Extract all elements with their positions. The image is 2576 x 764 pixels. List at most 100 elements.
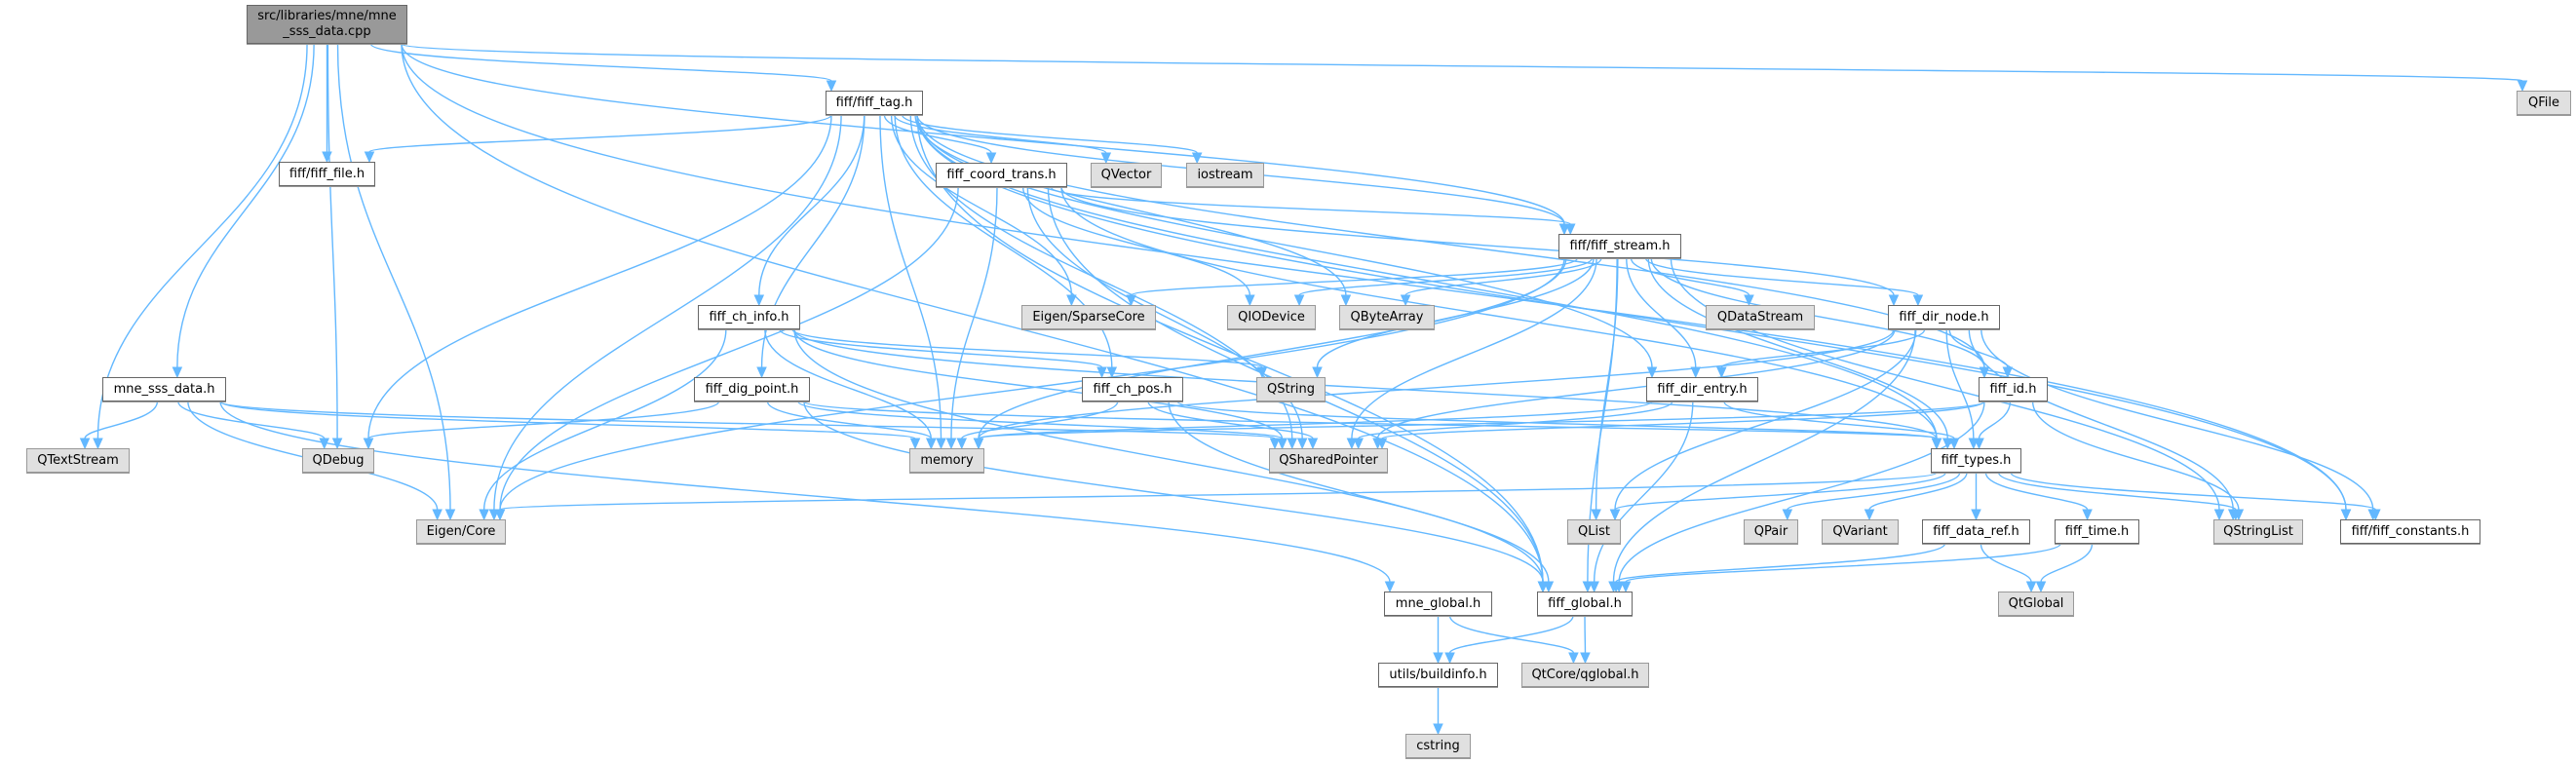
arrowhead-icon <box>79 438 91 450</box>
edge-fiff-id-to-qsharedpointer <box>1381 401 1985 439</box>
node-label: fiff_time.h <box>2064 524 2130 539</box>
arrowhead-icon <box>753 294 765 307</box>
graph-node-iostream[interactable]: iostream <box>1186 163 1264 187</box>
edge-root-to-qdebug <box>327 43 338 439</box>
node-label: iostream <box>1197 168 1253 182</box>
graph-node-eigen-core[interactable]: Eigen/Core <box>416 519 506 544</box>
node-label: QSharedPointer <box>1279 453 1378 468</box>
arrowhead-icon <box>364 151 375 164</box>
arrowhead-icon <box>432 509 442 521</box>
edge-fiff-ch-info-to-qsharedpointer <box>793 328 1284 439</box>
graph-node-fiff-coord-trans[interactable]: fiff_coord_trans.h <box>936 163 1067 187</box>
arrowhead-icon <box>1296 438 1308 450</box>
node-label: fiff_global.h <box>1548 596 1622 611</box>
graph-node-fiff-time[interactable]: fiff_time.h <box>2055 519 2139 544</box>
edge-fiff-tag-to-qvector <box>893 114 1107 154</box>
edge-root-to-qtextstream <box>96 43 308 439</box>
arrowhead-icon <box>1307 438 1319 450</box>
edge-root-to-fiff-stream <box>401 43 1565 225</box>
edge-mne-sss-data-h-to-mne-global <box>219 401 1391 583</box>
edge-fiff-dir-node-to-fiff-id <box>1948 328 2009 368</box>
edge-fiff-stream-to-qiodevice <box>1298 257 1594 296</box>
graph-node-fiff-tag[interactable]: fiff/fiff_tag.h <box>826 91 923 115</box>
edge-fiff-stream-to-fiff-dir-entry <box>1626 257 1697 368</box>
node-label: QVariant <box>1832 524 1888 539</box>
graph-node-qcore-qglobal[interactable]: QtCore/qglobal.h <box>1521 663 1649 687</box>
graph-node-fiff-file[interactable]: fiff/fiff_file.h <box>279 162 375 186</box>
graph-node-qiodevice[interactable]: QIODevice <box>1227 305 1316 329</box>
graph-node-mne-sss-data-h[interactable]: mne_sss_data.h <box>102 377 226 401</box>
graph-node-qvariant[interactable]: QVariant <box>1822 519 1899 544</box>
graph-node-qvector[interactable]: QVector <box>1091 163 1162 187</box>
graph-node-buildinfo[interactable]: utils/buildinfo.h <box>1378 663 1498 687</box>
node-label: fiff_coord_trans.h <box>946 168 1057 182</box>
edge-fiff-id-to-fiff-global <box>1618 401 1985 583</box>
edge-fiff-dir-node-to-fiff-constants <box>1980 328 2374 511</box>
arrowhead-icon <box>1400 294 1411 307</box>
graph-node-qsharedpointer[interactable]: QSharedPointer <box>1269 448 1388 473</box>
node-label: QTextStream <box>37 453 119 468</box>
node-label: fiff/fiff_stream.h <box>1569 239 1671 253</box>
graph-node-qlist[interactable]: QList <box>1567 519 1621 544</box>
edge-fiff-stream-to-memory <box>978 257 1567 439</box>
edge-mne-sss-data-h-to-qdebug <box>177 401 326 439</box>
arrowhead-icon <box>2213 509 2225 521</box>
graph-node-qbytearray[interactable]: QByteArray <box>1339 305 1435 329</box>
graph-node-qtextstream[interactable]: QTextStream <box>26 448 130 473</box>
edge-fiff-coord-trans-to-fiff-types <box>1060 186 1938 439</box>
edge-fiff-ch-pos-to-memory <box>961 401 1119 439</box>
edge-fiff-id-to-qstringlist <box>2031 401 2240 511</box>
node-label: Eigen/SparseCore <box>1032 310 1145 325</box>
graph-node-fiff-dir-entry[interactable]: fiff_dir_entry.h <box>1646 377 1758 401</box>
node-label: cstring <box>1416 739 1460 753</box>
graph-node-qstring[interactable]: QString <box>1256 377 1326 401</box>
graph-node-fiff-id[interactable]: fiff_id.h <box>1979 377 2048 401</box>
graph-node-qdebug[interactable]: QDebug <box>302 448 374 473</box>
graph-node-fiff-ch-info[interactable]: fiff_ch_info.h <box>698 305 800 329</box>
edge-fiff-ch-info-to-fiff-types <box>793 328 1938 439</box>
edge-fiff-dir-node-to-fiff-dir-entry <box>1720 328 1926 368</box>
edge-mne-sss-data-h-to-qtextstream <box>84 401 159 439</box>
graph-node-memory[interactable]: memory <box>909 448 984 473</box>
graph-node-fiff-constants[interactable]: fiff/fiff_constants.h <box>2340 519 2480 544</box>
arrowhead-icon <box>1376 438 1388 450</box>
graph-node-fiff-types[interactable]: fiff_types.h <box>1931 448 2021 473</box>
graph-node-fiff-global[interactable]: fiff_global.h <box>1537 592 1633 616</box>
arrowhead-icon <box>93 438 103 450</box>
graph-node-qpair[interactable]: QPair <box>1744 519 1798 544</box>
graph-node-qtglobal[interactable]: QtGlobal <box>1998 592 2074 616</box>
edge-root-to-mne-sss-data-h <box>176 43 315 368</box>
node-label: fiff_types.h <box>1941 453 2012 468</box>
edge-fiff-dir-entry-to-memory <box>978 401 1653 439</box>
edge-fiff-dig-point-to-memory <box>766 401 933 439</box>
edge-fiff-dir-node-to-fiff-types <box>1945 328 1975 439</box>
edge-root-to-fiff-constants <box>401 43 2347 511</box>
graph-node-qstringlist[interactable]: QStringList <box>2213 519 2303 544</box>
edge-fiff-tag-to-qdebug <box>367 114 832 439</box>
arrowhead-icon <box>1610 581 1622 593</box>
graph-node-fiff-dir-node[interactable]: fiff_dir_node.h <box>1888 305 2000 329</box>
graph-node-cstring[interactable]: cstring <box>1405 734 1471 758</box>
graph-node-fiff-data-ref[interactable]: fiff_data_ref.h <box>1922 519 2030 544</box>
edge-fiff-ch-info-to-fiff-ch-pos <box>779 328 1103 368</box>
edge-fiff-dir-node-to-qsharedpointer <box>1376 328 1896 439</box>
graph-node-qdatastream[interactable]: QDataStream <box>1706 305 1815 329</box>
edge-fiff-dig-point-to-qdebug <box>367 401 720 439</box>
graph-node-fiff-stream[interactable]: fiff/fiff_stream.h <box>1558 234 1681 258</box>
graph-node-fiff-dig-point[interactable]: fiff_dig_point.h <box>694 377 810 401</box>
edge-fiff-ch-info-to-fiff-global <box>793 328 1544 583</box>
edge-fiff-tag-to-fiff-ch-info <box>758 114 865 296</box>
arrowhead-icon <box>1433 652 1443 665</box>
graph-node-mne-global[interactable]: mne_global.h <box>1384 592 1492 616</box>
edge-fiff-id-to-fiff-types <box>1978 401 2012 439</box>
graph-node-eigen-sparse[interactable]: Eigen/SparseCore <box>1021 305 1156 329</box>
arrowhead-icon <box>1931 438 1942 450</box>
edge-fiff-types-to-qstringlist <box>1997 472 2237 511</box>
graph-node-qfile[interactable]: QFile <box>2517 91 2571 115</box>
arrowhead-icon <box>1277 438 1288 450</box>
graph-node-root[interactable]: src/libraries/mne/mne _sss_data.cpp <box>247 5 407 44</box>
edge-fiff-stream-to-qlist <box>1595 257 1619 511</box>
graph-node-fiff-ch-pos[interactable]: fiff_ch_pos.h <box>1082 377 1183 401</box>
node-label: fiff_dir_entry.h <box>1657 382 1748 397</box>
node-label: QDataStream <box>1716 310 1804 325</box>
